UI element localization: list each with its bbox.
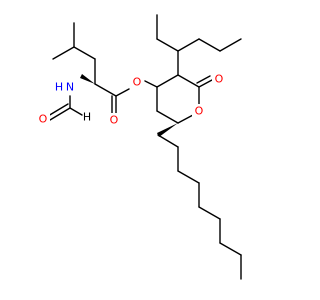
- bond: [157, 134, 179, 148]
- label-background: [192, 104, 206, 118]
- bond: [198, 206, 221, 220]
- double-bond: [49, 107, 71, 121]
- formyl-oxygen-label: O: [39, 113, 48, 126]
- bonds: [47, 14, 242, 280]
- bond: [198, 38, 221, 52]
- wedge-bond: [80, 74, 95, 84]
- bond: [219, 38, 242, 52]
- bond: [177, 170, 200, 184]
- bond: [219, 242, 242, 256]
- double-bond: [196, 75, 211, 84]
- bond: [115, 88, 130, 97]
- ester-oxygen-label: O: [133, 76, 142, 89]
- formyl-hydrogen-label: H: [83, 111, 91, 124]
- ester-carbonyl-oxygen-label: O: [110, 114, 119, 127]
- bond: [177, 74, 200, 88]
- wedge-bond: [157, 123, 178, 137]
- bond: [177, 114, 194, 124]
- lactone-carbonyl-oxygen-label: O: [215, 73, 224, 86]
- label-background: [130, 75, 144, 89]
- bond: [94, 83, 117, 97]
- label-background: [63, 80, 78, 94]
- double-bond: [198, 79, 213, 88]
- bond: [73, 46, 96, 60]
- ring-oxygen-label: O: [195, 105, 204, 118]
- label-background: [212, 72, 226, 86]
- label-background: [107, 113, 121, 127]
- label-background: [36, 112, 50, 126]
- bond: [69, 107, 83, 116]
- bond: [144, 80, 158, 88]
- bond: [156, 38, 179, 52]
- bond: [52, 46, 75, 60]
- amide-hydrogen-label: H: [55, 81, 63, 94]
- oxetane-lactone-structure: O O O O N H O H: [36, 14, 242, 280]
- bond: [177, 38, 200, 52]
- amide-nitrogen-label: N: [66, 81, 74, 94]
- atom-labels: O O O O N H O H: [36, 72, 226, 127]
- bond: [156, 74, 179, 88]
- double-bond: [47, 103, 69, 117]
- bond: [156, 110, 179, 124]
